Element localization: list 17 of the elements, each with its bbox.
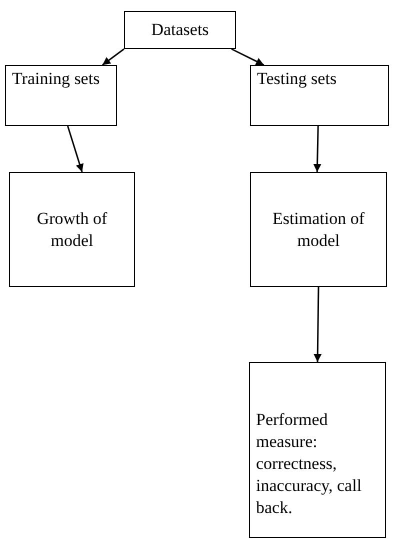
process-box xyxy=(5,65,117,126)
arrow xyxy=(314,286,322,362)
process-box xyxy=(250,65,389,126)
box-label: Growth of model xyxy=(36,208,108,252)
process-box xyxy=(250,172,387,287)
process-box xyxy=(249,362,386,538)
process-box xyxy=(124,11,236,49)
arrow xyxy=(67,126,84,172)
box-label: Training sets xyxy=(12,69,100,88)
process-box xyxy=(9,172,135,287)
arrow xyxy=(313,126,322,172)
box-label: Datasets xyxy=(151,19,209,41)
box-label: Estimation of model xyxy=(271,208,366,252)
arrow xyxy=(102,48,124,66)
arrow xyxy=(231,48,264,66)
box-label: Testing sets xyxy=(257,69,337,88)
box-label: Performed measure: correctness, inaccuracy, call back. xyxy=(256,409,363,519)
